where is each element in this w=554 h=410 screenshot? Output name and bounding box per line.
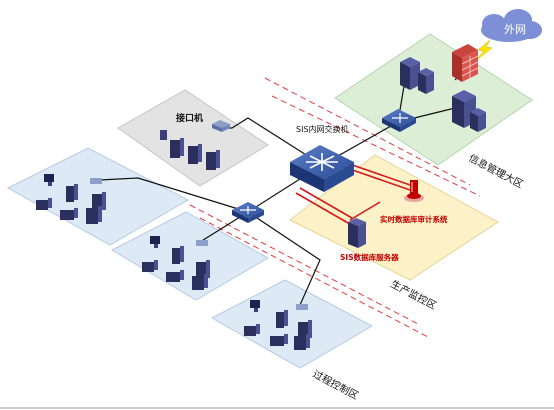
sis-core-switch-icon xyxy=(290,145,354,192)
divider-line-4 xyxy=(199,217,431,339)
process-zone-2 xyxy=(110,211,270,301)
interface-machine-label: 接口机 xyxy=(176,112,203,124)
divider-line-1 xyxy=(264,77,471,186)
firewall-icon xyxy=(452,44,479,82)
production-switch-icon xyxy=(232,202,264,223)
info-mgmt-zone-label: 信息管理大区 xyxy=(467,151,526,191)
db-server-label: SIS数据库服务器 xyxy=(340,252,399,262)
process-zone-3 xyxy=(210,279,374,369)
info-switch-icon xyxy=(382,109,416,132)
process-zone-label: 过程控制区 xyxy=(311,367,361,402)
interface-zone xyxy=(117,89,269,187)
audit-system-label: 实时数据库审计系统 xyxy=(380,214,448,224)
interface-switch-icon xyxy=(212,120,230,132)
process-area-2-devices xyxy=(142,236,210,290)
production-zone-label: 生产监控区 xyxy=(389,277,439,312)
sis-switch-label: SIS内网交换机 xyxy=(296,124,349,134)
audit-system-icon xyxy=(404,180,424,202)
info-mgmt-zone xyxy=(334,33,533,166)
info-server-1-icon xyxy=(400,57,420,90)
db-server-icon xyxy=(348,218,366,248)
cloud-icon xyxy=(481,9,542,42)
interface-server-icons xyxy=(160,130,220,170)
divider-line-2 xyxy=(271,95,481,197)
divider-line-3 xyxy=(189,204,421,326)
cloud-label: 外网 xyxy=(504,23,526,36)
info-server-4-icon xyxy=(470,108,486,132)
process-area-1-devices xyxy=(36,174,106,224)
process-area-3-devices xyxy=(244,300,312,350)
info-server-2-icon xyxy=(418,68,434,94)
